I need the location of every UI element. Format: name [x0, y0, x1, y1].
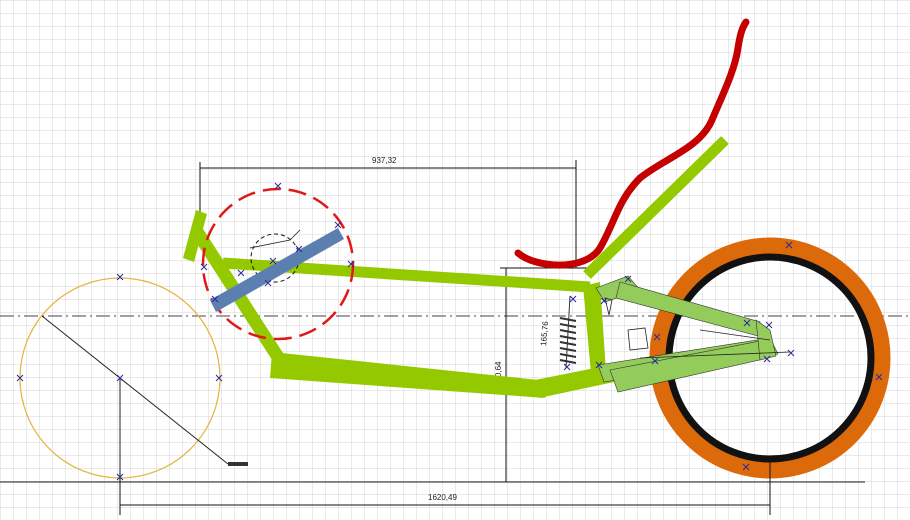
- dimension-label-height: 540,64: [494, 361, 503, 386]
- dimension-wheelbase-top[interactable]: 937,32: [199, 156, 577, 268]
- dimension-height[interactable]: 540,64: [494, 267, 590, 482]
- crank-circle: [201, 187, 355, 341]
- construction-lines: [249, 229, 791, 359]
- front-wheel-ground-contact: [228, 462, 248, 466]
- dimension-label-wheelbase-bottom: 1620,49: [428, 493, 457, 502]
- construction-markers: [16, 182, 883, 481]
- seat-support-tube: [583, 136, 729, 279]
- dimension-label-shock: 165,76: [539, 320, 550, 346]
- rear-shock[interactable]: 165,76: [539, 295, 577, 369]
- seat-curve[interactable]: [514, 18, 750, 269]
- dimension-label-wheelbase-top: 937,32: [372, 156, 397, 165]
- boom-tube[interactable]: [210, 228, 344, 312]
